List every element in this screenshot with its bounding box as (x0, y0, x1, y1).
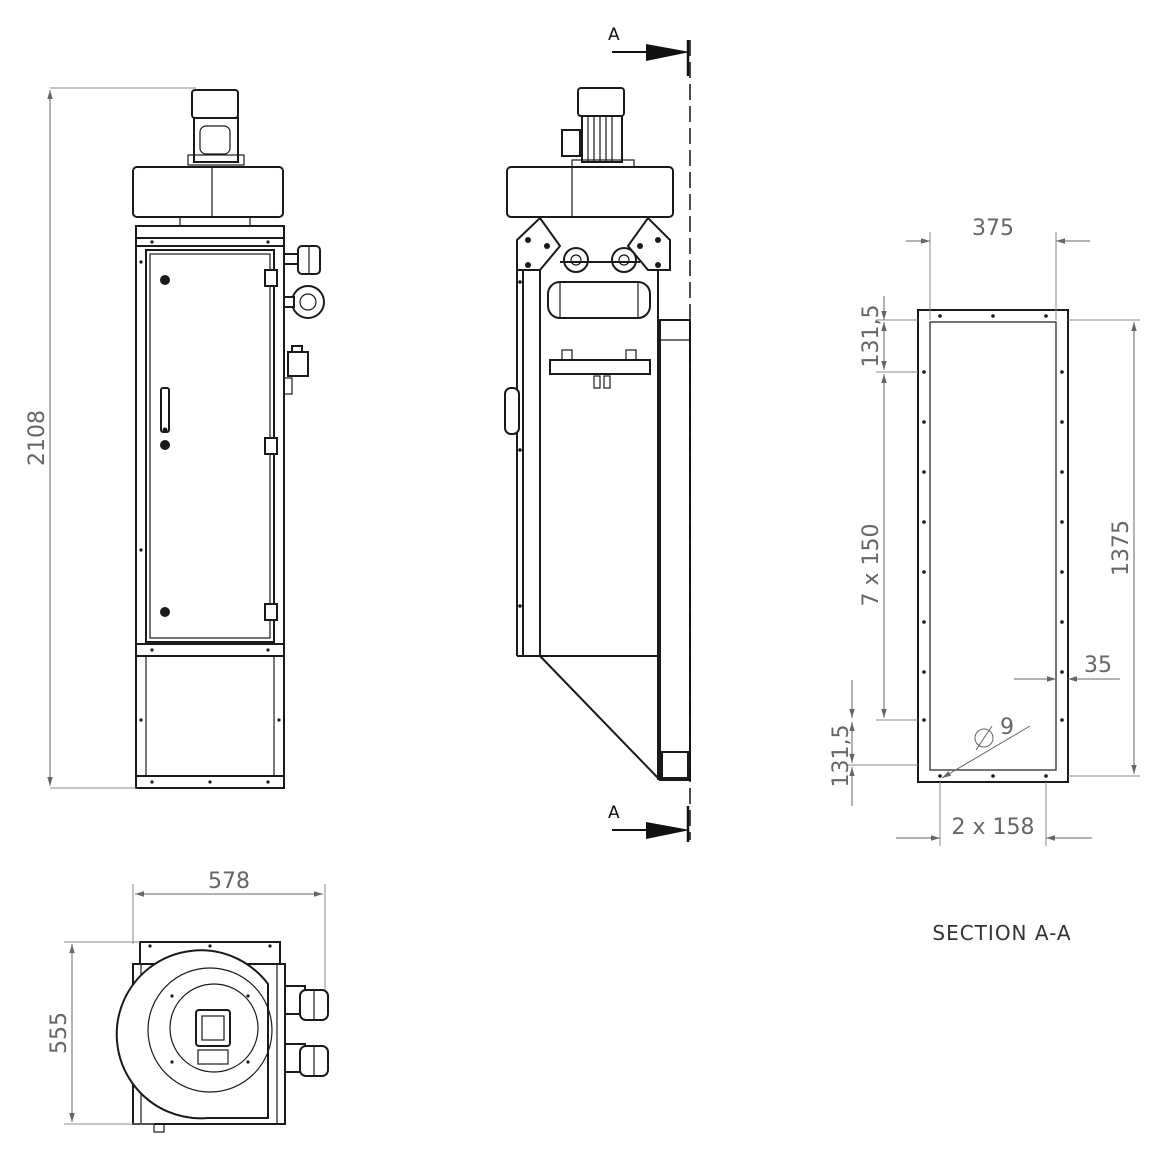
bolt-hole (922, 570, 926, 574)
dim-bottom-offset-label: 131,5 (829, 725, 854, 788)
bolt-hole (922, 520, 926, 524)
dimension-edge-inset: 35 (1014, 653, 1120, 682)
bolt-hole (1060, 470, 1064, 474)
valve-assembly (283, 245, 325, 395)
dim-pitch-label: 7 x 150 (859, 524, 884, 607)
cabinet-side (504, 270, 691, 781)
dim-top-offset-label: 131,5 (859, 305, 884, 368)
section-line: A A (608, 25, 691, 842)
dim-depth-label: 555 (47, 1012, 72, 1054)
diameter-icon (974, 728, 994, 748)
bolt-hole (1060, 370, 1064, 374)
bolt-hole (1060, 718, 1064, 722)
dimension-section-height: 1375 (1068, 319, 1140, 777)
manifold (549, 359, 651, 375)
side-view: A A (504, 25, 691, 842)
fan-housing-side (506, 166, 674, 218)
dimension-section-pitch: 131,5 7 x 150 131,5 (829, 296, 918, 806)
section-caption: SECTION A-A (932, 921, 1071, 945)
lock-icon (160, 607, 170, 617)
hinge-icon (264, 269, 278, 287)
bolt-hole (1044, 774, 1048, 778)
hinge-icon (264, 603, 278, 621)
bracket (626, 216, 671, 271)
section-view: 375 131,5 7 x 150 131,5 1375 (829, 216, 1140, 945)
door-handle-side (504, 387, 520, 435)
bolt-hole (991, 774, 995, 778)
bolt-hole (922, 370, 926, 374)
dim-hole-diameter-label: 9 (1000, 715, 1014, 740)
bolt-hole (922, 470, 926, 474)
dim-height-label: 2108 (25, 410, 50, 466)
section-marker-bottom: A (608, 803, 620, 823)
bolt-hole (1060, 620, 1064, 624)
top-view: 578 555 (47, 869, 329, 1133)
bolt-hole (938, 314, 942, 318)
valve-icon (611, 247, 637, 273)
motor-top-icon (195, 1009, 231, 1047)
lock-icon (160, 440, 170, 450)
bolt-hole (1060, 420, 1064, 424)
front-view: 2108 (25, 87, 325, 789)
dimension-bottom-pitch: 2 x 158 (896, 782, 1092, 846)
section-marker-top: A (608, 25, 620, 45)
bolt-hole (1060, 520, 1064, 524)
bolt-hole (1060, 570, 1064, 574)
dim-section-width-label: 375 (972, 216, 1014, 241)
bolt-hole (922, 718, 926, 722)
bracket (516, 216, 562, 271)
motor-side (561, 87, 635, 169)
dimension-section-width: 375 (906, 216, 1090, 320)
dimension-hole-diameter: 9 (941, 715, 1031, 779)
fan-volute (115, 949, 269, 1120)
lock-icon (160, 275, 170, 285)
valve-icon (563, 247, 589, 273)
dim-section-height-label: 1375 (1109, 520, 1134, 576)
hinge-icon (264, 437, 278, 455)
motor (187, 89, 245, 166)
section-arrow-icon (646, 822, 690, 839)
bolt-hole (922, 620, 926, 624)
fan-housing (132, 166, 284, 228)
dimension-height: 2108 (25, 87, 196, 789)
bolt-hole (938, 774, 942, 778)
dim-bottom-pitch-label: 2 x 158 (952, 815, 1035, 840)
bolt-hole (1044, 314, 1048, 318)
dim-edge-inset-label: 35 (1084, 653, 1112, 678)
bolt-hole (991, 314, 995, 318)
section-arrow-icon (646, 44, 690, 61)
cabinet (135, 225, 285, 789)
bolt-hole (922, 420, 926, 424)
section-holes (922, 314, 1064, 778)
door-handle (160, 387, 170, 433)
dimension-depth-top: 555 (47, 941, 154, 1125)
tank (547, 281, 651, 319)
dim-width-label: 578 (208, 869, 250, 894)
bolt-hole (1060, 670, 1064, 674)
bolt-hole (922, 670, 926, 674)
dimension-width-top: 578 (132, 869, 326, 990)
